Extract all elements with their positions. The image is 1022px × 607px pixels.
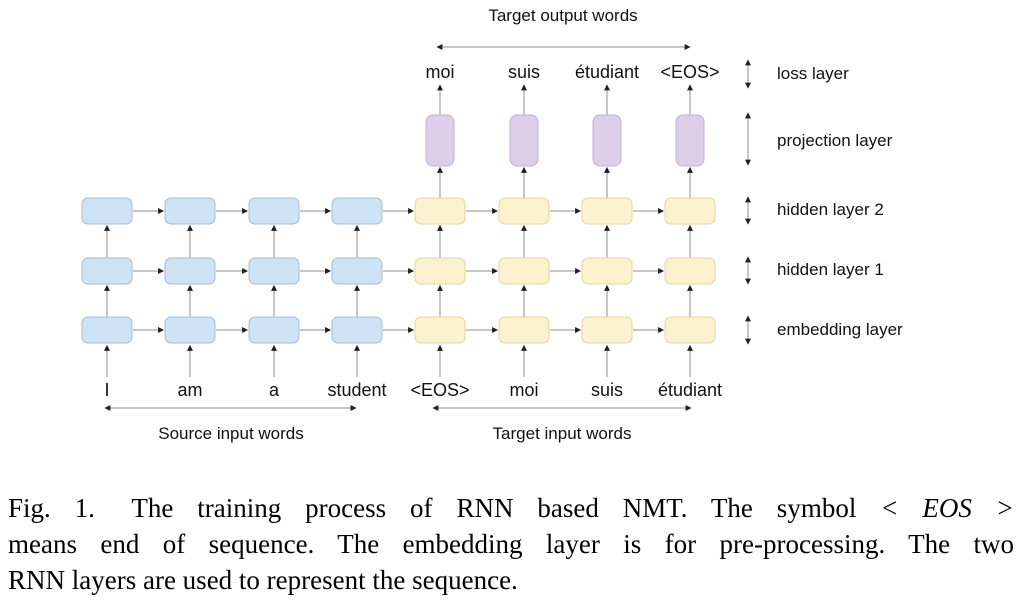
encoder-rnn-cell [81,257,133,285]
decoder-rnn-cell [581,257,633,285]
decoder-rnn-cell [664,197,716,225]
input-word: student [327,380,386,400]
hidden-layer-2-label: hidden layer 2 [777,200,884,219]
output-word: étudiant [575,62,639,82]
encoder-rnn-cell [248,197,300,225]
encoder-rnn-cell [248,316,300,344]
output-word: moi [425,62,454,82]
encoder-rnn-cell [164,197,216,225]
caption-line-1: Fig. 1. The training process of RNN base… [8,490,1014,526]
figure-caption: Fig. 1. The training process of RNN base… [8,490,1014,598]
encoder-rnn-cell [81,197,133,225]
source-input-words-label: Source input words [158,424,304,443]
input-word: a [269,380,280,400]
projection-cell [675,114,705,167]
input-word: suis [591,380,623,400]
hidden-layer-1-label: hidden layer 1 [777,260,884,279]
target-input-words-label: Target input words [492,424,632,443]
decoder-rnn-cell [664,257,716,285]
encoder-rnn-cell [164,257,216,285]
caption-figure-tag: Fig. 1. [8,493,95,523]
encoder-rnn-cell [81,316,133,344]
input-word: étudiant [658,380,722,400]
caption-line-1-text: The training process of RNN based NMT. T… [131,493,857,523]
projection-cell [425,114,455,167]
decoder-rnn-cell [414,197,466,225]
projection-cell [592,114,622,167]
encoder-rnn-cell [331,316,383,344]
encoder-rnn-cell [331,257,383,285]
decoder-rnn-cell [414,257,466,285]
decoder-rnn-cell [581,197,633,225]
decoder-rnn-cell [498,257,550,285]
target-output-words-title: Target output words [488,6,638,25]
caption-line-3: RNN layers are used to represent the seq… [8,565,518,595]
caption-eos-symbol: < EOS > [880,493,1015,523]
encoder-rnn-cell [331,197,383,225]
caption-line-2: means end of sequence. The embedding lay… [8,529,1014,559]
input-word: moi [509,380,538,400]
decoder-rnn-cell [498,316,550,344]
output-word: <EOS> [660,62,719,82]
loss-layer-label: loss layer [777,64,849,83]
decoder-rnn-cell [414,316,466,344]
decoder-rnn-cell [498,197,550,225]
embedding-layer-label: embedding layer [777,320,903,339]
decoder-rnn-cell [664,316,716,344]
output-word: suis [508,62,540,82]
projection-layer-label: projection layer [777,131,893,150]
encoder-rnn-cell [164,316,216,344]
input-word: <EOS> [410,380,469,400]
projection-cell [509,114,539,167]
encoder-rnn-cell [248,257,300,285]
decoder-rnn-cell [581,316,633,344]
input-word: I [104,380,109,400]
input-word: am [177,380,202,400]
